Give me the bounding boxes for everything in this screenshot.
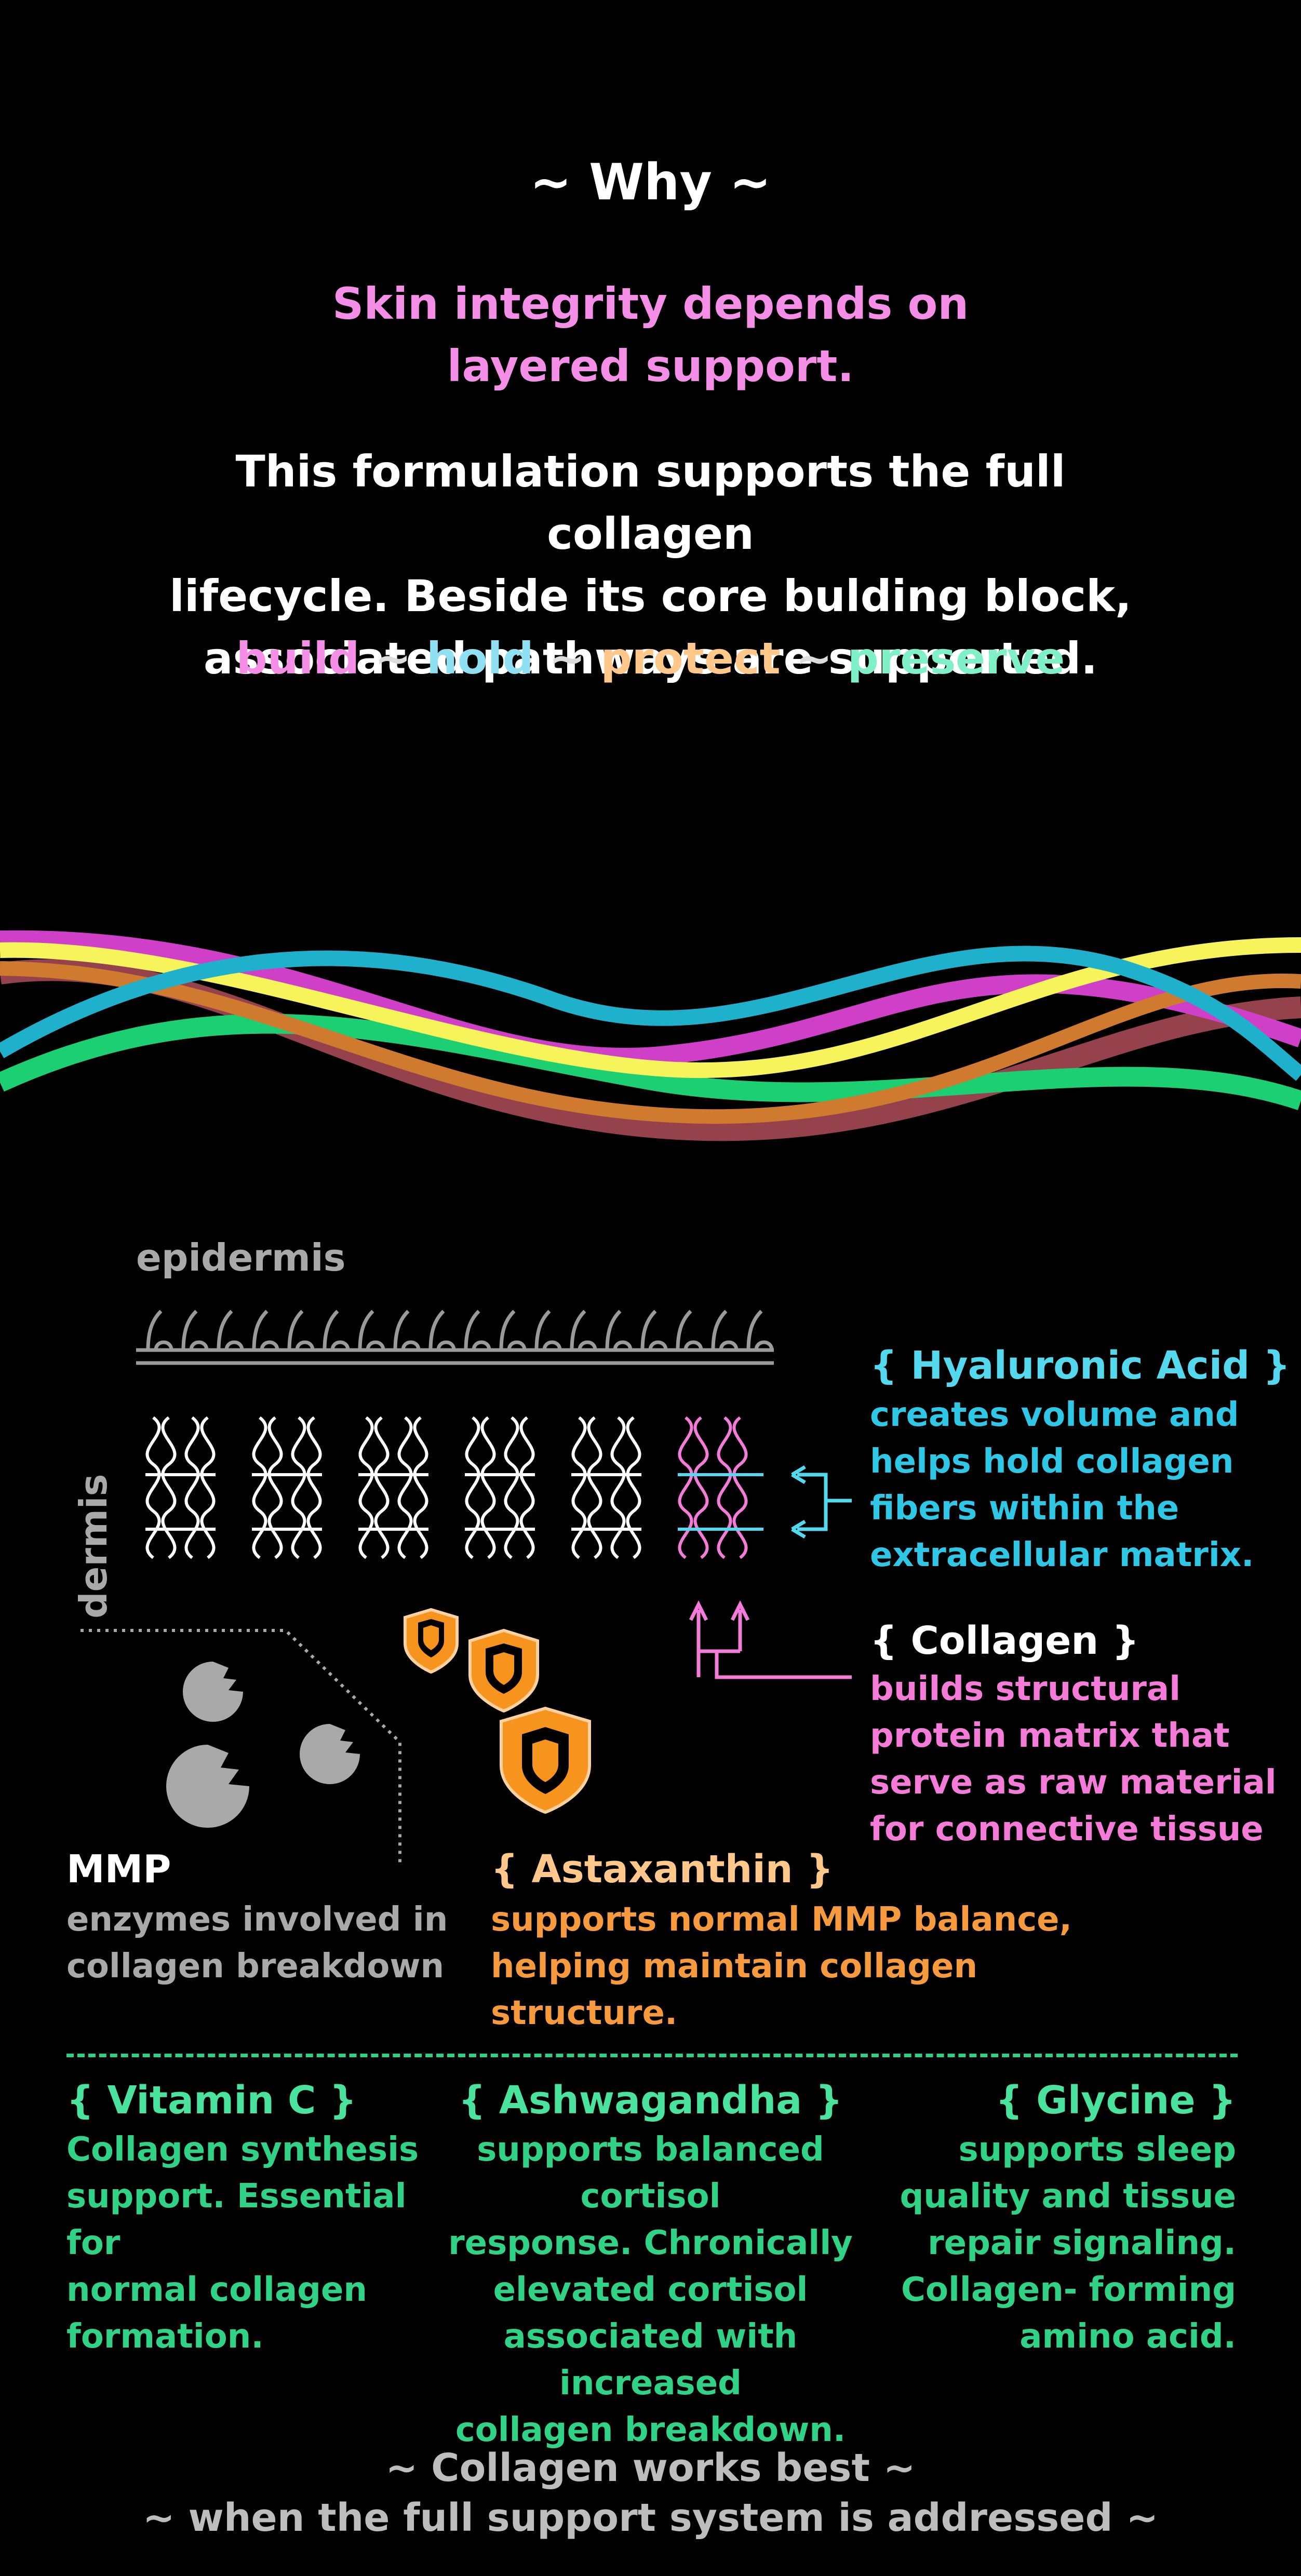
epidermis-hair bbox=[395, 1311, 419, 1350]
description-line: helps hold collagen bbox=[870, 1442, 1234, 1481]
epidermis-hair bbox=[713, 1311, 736, 1350]
vitamin-c-description: Collagen synthesis support. Essential fo… bbox=[66, 2126, 430, 2360]
description-line: quality and tissue bbox=[900, 2177, 1236, 2216]
mmp-title: MMP bbox=[66, 1847, 171, 1892]
description-line: supports balanced cortisol bbox=[477, 2130, 824, 2216]
epidermis-hair bbox=[678, 1311, 701, 1350]
description-line: formation. bbox=[66, 2317, 264, 2356]
wave-cyan bbox=[0, 946, 1301, 1081]
keyword-separator: ~ bbox=[533, 633, 601, 684]
mmp-description: enzymes involved in collagen breakdown bbox=[66, 1896, 461, 1990]
closing-statement: ~ Collagen works best ~ ~ when the full … bbox=[0, 2443, 1301, 2543]
description-line: collagen breakdown bbox=[66, 1947, 445, 1986]
wave-ribbons-graphic bbox=[0, 930, 1301, 1141]
wave-orange bbox=[0, 961, 1301, 1124]
tagline-line: layered support. bbox=[447, 341, 854, 392]
epidermis-hair bbox=[219, 1311, 242, 1350]
epidermis-hair bbox=[607, 1311, 631, 1350]
tagline: Skin integrity depends on layered suppor… bbox=[260, 273, 1041, 397]
description-line: collagen breakdown. bbox=[455, 2411, 846, 2449]
collagen-title: { Collagen } bbox=[870, 1619, 1139, 1663]
section-divider bbox=[66, 2054, 1238, 2057]
epidermis-hair bbox=[360, 1311, 383, 1350]
glycine-title: { Glycine } bbox=[995, 2078, 1236, 2123]
description-line: associated with increased bbox=[503, 2317, 798, 2403]
hyaluronic-bracket bbox=[791, 1465, 852, 1539]
astaxanthin-description: supports normal MMP balance, helping mai… bbox=[491, 1896, 1114, 2036]
collagen-pointer bbox=[689, 1600, 852, 1679]
epidermis-hair bbox=[466, 1311, 489, 1350]
keyword-separator: ~ bbox=[780, 633, 848, 684]
description-line: enzymes involved in bbox=[66, 1900, 448, 1939]
vitamin-c-title: { Vitamin C } bbox=[66, 2078, 357, 2123]
keyword-hold: hold bbox=[426, 633, 534, 684]
closing-line: ~ Collagen works best ~ bbox=[385, 2446, 916, 2490]
epidermis-hair bbox=[183, 1311, 207, 1350]
description-line: support. Essential for bbox=[66, 2177, 407, 2262]
description-line: protein matrix that bbox=[870, 1717, 1230, 1755]
description-line: creates volume and bbox=[870, 1396, 1239, 1434]
glycine-description: supports sleep quality and tissue repair… bbox=[883, 2126, 1236, 2360]
epidermis-hair bbox=[572, 1311, 595, 1350]
highlighted-collagen-strand bbox=[678, 1416, 763, 1559]
description-line: elevated cortisol bbox=[493, 2271, 808, 2309]
epidermis-hair bbox=[289, 1311, 313, 1350]
intro-paragraph: This formulation supports the full colla… bbox=[145, 440, 1156, 690]
why-heading: ~ Why ~ bbox=[530, 153, 771, 211]
dermis-label: dermis bbox=[72, 1474, 115, 1619]
tagline-line: Skin integrity depends on bbox=[332, 278, 969, 329]
epidermis-label: epidermis bbox=[136, 1236, 346, 1279]
collagen-description: builds structural protein matrix that se… bbox=[870, 1666, 1285, 1853]
epidermis-hair bbox=[748, 1311, 772, 1350]
description-line: helping maintain collagen structure. bbox=[491, 1947, 977, 2032]
description-line: supports normal MMP balance, bbox=[491, 1900, 1072, 1939]
keyword-row: build ~ hold ~ protect ~ preserve bbox=[0, 627, 1301, 690]
intro-line: This formulation supports the full colla… bbox=[235, 446, 1066, 559]
closing-line: ~ when the full support system is addres… bbox=[142, 2496, 1159, 2540]
epidermis-hair bbox=[501, 1311, 525, 1350]
collagen-strands bbox=[145, 1418, 641, 1558]
description-line: normal collagen bbox=[66, 2271, 367, 2309]
astaxanthin-shield-core bbox=[423, 1625, 558, 1782]
ashwagandha-description: supports balanced cortisol response. Chr… bbox=[415, 2126, 886, 2453]
intro-line: lifecycle. Beside its core bulding block… bbox=[169, 571, 1132, 622]
keyword-preserve: preserve bbox=[847, 633, 1065, 684]
description-line: repair signaling. bbox=[928, 2224, 1236, 2262]
description-line: serve as raw material bbox=[870, 1763, 1277, 1802]
mmp-enzymes bbox=[166, 1662, 360, 1828]
ashwagandha-title: { Ashwagandha } bbox=[458, 2078, 843, 2123]
mmp-boundary bbox=[81, 1629, 401, 1864]
description-line: supports sleep bbox=[958, 2130, 1236, 2169]
epidermis-hair bbox=[325, 1311, 348, 1350]
hyaluronic-acid-title: { Hyaluronic Acid } bbox=[870, 1343, 1291, 1388]
description-line: amino acid. bbox=[1020, 2317, 1236, 2356]
keyword-protect: protect bbox=[600, 633, 781, 684]
description-line: response. Chronically bbox=[448, 2224, 853, 2262]
intro-line: associated pathways are supported. bbox=[203, 633, 1098, 684]
epidermis-hair bbox=[537, 1311, 560, 1350]
hyaluronic-acid-description: creates volume and helps hold collagen f… bbox=[870, 1392, 1285, 1579]
description-line: Collagen synthesis bbox=[66, 2130, 419, 2169]
astaxanthin-title: { Astaxanthin } bbox=[491, 1847, 834, 1892]
description-line: for connective tissue bbox=[870, 1810, 1264, 1849]
skin-layers-diagram bbox=[81, 1215, 852, 1864]
description-line: extracellular matrix. bbox=[870, 1536, 1254, 1574]
wave-green bbox=[0, 1014, 1301, 1111]
epidermis-hair bbox=[642, 1311, 666, 1350]
epidermis-hair bbox=[254, 1311, 277, 1350]
description-line: fibers within the bbox=[870, 1489, 1179, 1528]
epidermis-hairs bbox=[136, 1311, 774, 1365]
keyword-build: build bbox=[236, 633, 360, 684]
description-line: Collagen- forming bbox=[901, 2271, 1236, 2309]
epidermis-hair bbox=[431, 1311, 454, 1350]
keyword-separator: ~ bbox=[359, 633, 427, 684]
description-line: builds structural bbox=[870, 1670, 1181, 1708]
